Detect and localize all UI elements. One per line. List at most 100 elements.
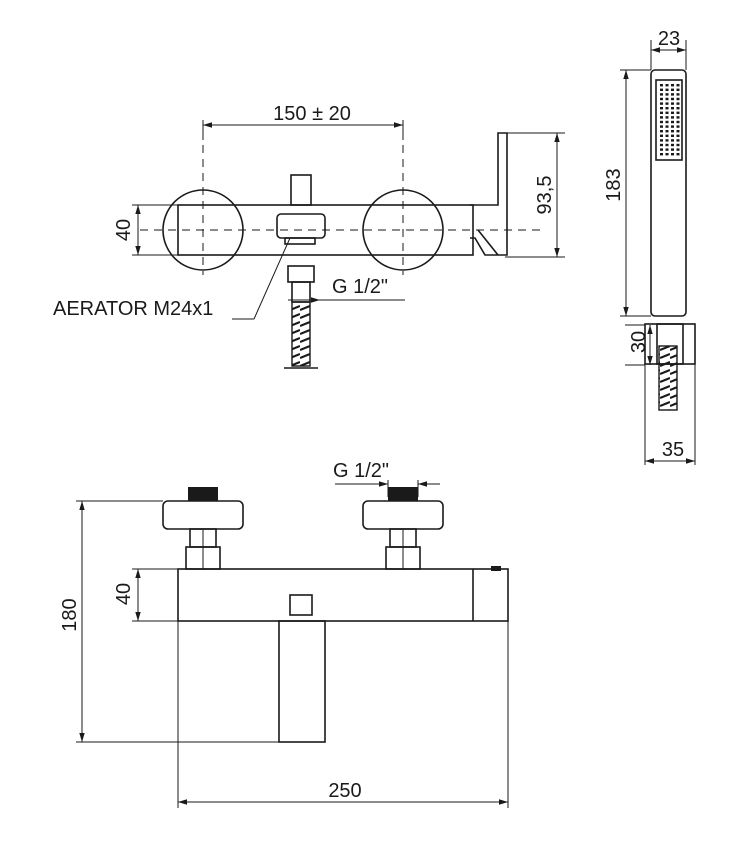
right-thread-fitting xyxy=(388,487,418,501)
nozzle-dot xyxy=(671,93,674,96)
nozzle-dot xyxy=(660,130,663,133)
spout-top xyxy=(278,620,326,743)
nozzle-dot xyxy=(676,153,680,156)
nozzle-dot xyxy=(660,93,663,96)
nozzle-dot xyxy=(671,125,674,128)
nozzle-dot xyxy=(671,143,674,147)
nozzle-dot xyxy=(665,130,669,133)
nozzle-dot xyxy=(665,97,669,101)
nozzle-dot xyxy=(671,84,674,87)
nozzle-dot xyxy=(665,93,669,96)
nozzle-dot xyxy=(665,125,669,128)
nozzle-dot xyxy=(660,148,663,151)
nozzle-dot xyxy=(671,116,674,119)
nozzle-dot xyxy=(671,102,674,105)
nozzle-dot xyxy=(676,143,680,147)
dim-23-label: 23 xyxy=(658,28,680,50)
dim-40-top-label: 40 xyxy=(113,583,135,605)
nozzle-dot xyxy=(665,139,669,142)
nozzle-dot xyxy=(660,139,663,142)
nozzle-dot xyxy=(676,134,680,137)
nozzle-dot xyxy=(660,134,663,137)
dim-30-label: 30 xyxy=(628,331,650,353)
nozzle-dot xyxy=(660,102,663,105)
nozzle-dot xyxy=(676,125,680,128)
nozzle-dot xyxy=(665,107,669,110)
leader-aerator xyxy=(253,237,291,320)
nozzle-dot xyxy=(671,111,674,114)
nozzle-dot xyxy=(676,139,680,142)
nozzle-dot xyxy=(671,120,674,124)
lever-handle xyxy=(470,132,508,256)
nozzle-dot xyxy=(671,148,674,151)
nozzle-dot xyxy=(676,148,680,151)
nozzle-dot xyxy=(665,143,669,147)
dim-thread-bottom-label: G 1/2" xyxy=(333,460,389,482)
nozzle-dot xyxy=(676,88,680,91)
hand-shower-view: 23 183 30 35 xyxy=(603,28,696,465)
nozzle-dot xyxy=(676,102,680,105)
nozzle-dot xyxy=(660,125,663,128)
nozzle-dot xyxy=(665,134,669,137)
hose-connector xyxy=(291,281,311,303)
nozzle-dot xyxy=(660,88,663,91)
nozzle-dot xyxy=(676,111,680,114)
nozzle-dot xyxy=(665,88,669,91)
nozzle-dot xyxy=(660,120,663,124)
left-thread-fitting xyxy=(188,487,218,501)
nozzle-dot xyxy=(660,111,663,114)
nozzle-dot xyxy=(665,120,669,124)
dim-thread-top-label: G 1/2" xyxy=(332,276,388,298)
nozzle-dot xyxy=(665,102,669,105)
diverter-knob xyxy=(290,174,312,206)
dim-183-label: 183 xyxy=(603,168,625,201)
nozzle-dot xyxy=(660,143,663,147)
top-view: G 1/2" 40 180 250 xyxy=(59,460,509,808)
nozzle-dot xyxy=(665,84,669,87)
nozzle-dot xyxy=(665,116,669,119)
nozzle-dot xyxy=(665,111,669,114)
hose-connector-nut xyxy=(287,265,315,283)
aerator-ring xyxy=(284,237,316,245)
nozzle-dot xyxy=(671,88,674,91)
aerator-label: AERATOR M24x1 xyxy=(53,298,213,320)
hose-front xyxy=(291,301,311,367)
nozzle-dot xyxy=(676,84,680,87)
nozzle-dot xyxy=(665,153,669,156)
mixer-body-top xyxy=(177,568,509,622)
nozzle-dot xyxy=(676,93,680,96)
nozzle-dot xyxy=(660,107,663,110)
diverter-top xyxy=(289,594,313,616)
nozzle-dot xyxy=(671,97,674,101)
nozzle-dot xyxy=(671,153,674,156)
nozzle-dot xyxy=(660,84,663,87)
lever-joint xyxy=(477,229,499,256)
nozzle-dot xyxy=(676,97,680,101)
nozzle-dot xyxy=(671,107,674,110)
right-rosette xyxy=(362,500,444,530)
nozzle-dot xyxy=(671,134,674,137)
nozzle-dot xyxy=(660,97,663,101)
nozzle-dot xyxy=(665,148,669,151)
dim-spacing-label: 150 ± 20 xyxy=(273,103,351,125)
dim-93-5-label: 93,5 xyxy=(534,176,556,215)
dim-35-label: 35 xyxy=(662,439,684,461)
shower-head-face xyxy=(655,79,683,161)
nozzle-dot xyxy=(671,139,674,142)
dim-40-front-label: 40 xyxy=(113,219,135,241)
front-view: 150 ± 20 93,5 40 G 1/2" AERATOR M24x1 xyxy=(53,103,565,369)
dim-180-label: 180 xyxy=(59,598,81,631)
lever-tab xyxy=(491,566,501,571)
nozzle-dot xyxy=(671,130,674,133)
mixer-body-front xyxy=(177,204,474,256)
hose-shower xyxy=(658,345,678,411)
nozzle-dot xyxy=(676,130,680,133)
nozzle-dot xyxy=(676,116,680,119)
nozzle-dot xyxy=(676,120,680,124)
left-rosette xyxy=(162,500,244,530)
nozzle-dot xyxy=(676,107,680,110)
spout-cap xyxy=(276,213,326,239)
nozzle-dot xyxy=(660,116,663,119)
hand-shower-body xyxy=(650,69,687,317)
